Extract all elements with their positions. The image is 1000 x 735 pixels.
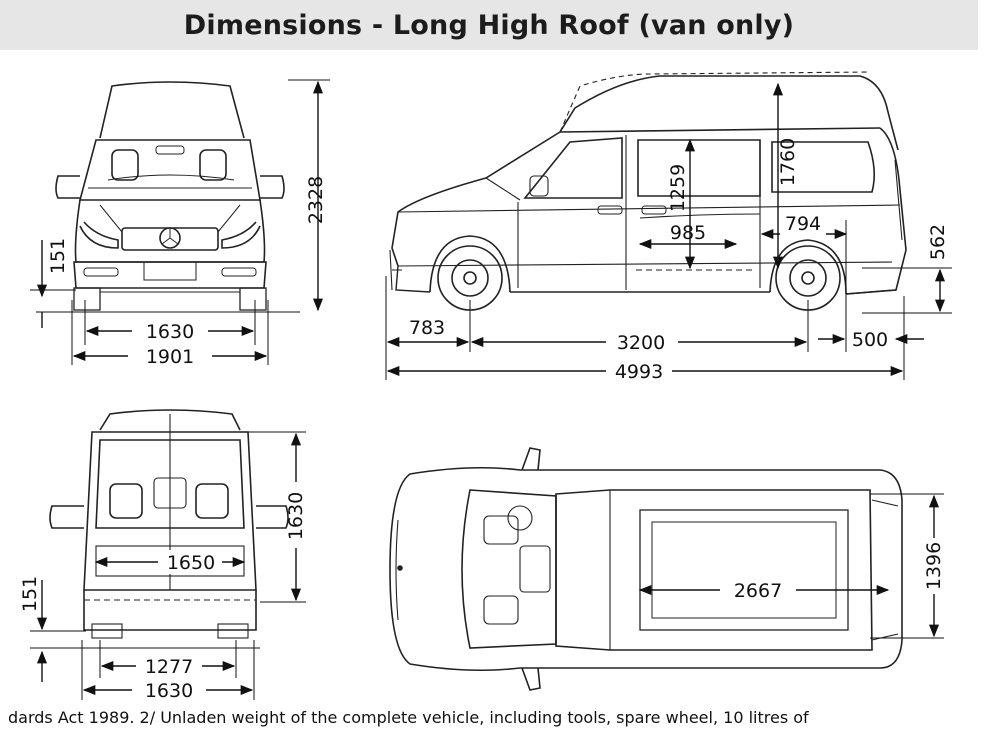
- side-dimensions: [385, 82, 952, 380]
- rear-clearance-label: 151: [19, 576, 41, 612]
- top-load-width-label: 1396: [923, 542, 945, 590]
- rear-view: [49, 409, 289, 639]
- side-load-height-label: 562: [927, 224, 949, 260]
- rear-wheel-track-label: 1277: [145, 656, 193, 678]
- top-view: [389, 447, 903, 691]
- rear-door-height-label: 1630: [285, 492, 307, 540]
- side-door-height-label: 1259: [667, 164, 689, 212]
- front-view: [55, 81, 285, 311]
- front-clearance-label: 151: [47, 238, 69, 274]
- rear-overall-label: 1630: [145, 680, 193, 702]
- dimension-drawing: 1630 1901 2328 151: [19, 71, 952, 702]
- front-height-label: 2328: [305, 176, 327, 224]
- front-width-track-label: 1630: [146, 321, 194, 343]
- top-load-length-label: 2667: [734, 580, 782, 602]
- side-rear-overhang-label: 500: [852, 329, 888, 351]
- side-front-overhang-label: 783: [409, 317, 445, 339]
- side-wheelbase-label: 3200: [617, 332, 665, 354]
- side-door-width-label: 985: [670, 222, 706, 244]
- side-rear-width-label: 794: [785, 213, 821, 235]
- front-dimensions: [30, 79, 330, 365]
- front-width-overall-label: 1901: [146, 346, 194, 368]
- rear-dimensions: [30, 431, 306, 700]
- side-roof-height-label: 1760: [777, 138, 799, 186]
- footnote-text: dards Act 1989. 2/ Unladen weight of the…: [8, 708, 809, 727]
- side-length-label: 4993: [615, 361, 663, 383]
- rear-door-width-label: 1650: [167, 552, 215, 574]
- page-title: Dimensions - Long High Roof (van only): [183, 9, 795, 41]
- title-bar: Dimensions - Long High Roof (van only): [0, 0, 978, 50]
- top-dimensions: [638, 493, 944, 639]
- side-view: [389, 71, 907, 311]
